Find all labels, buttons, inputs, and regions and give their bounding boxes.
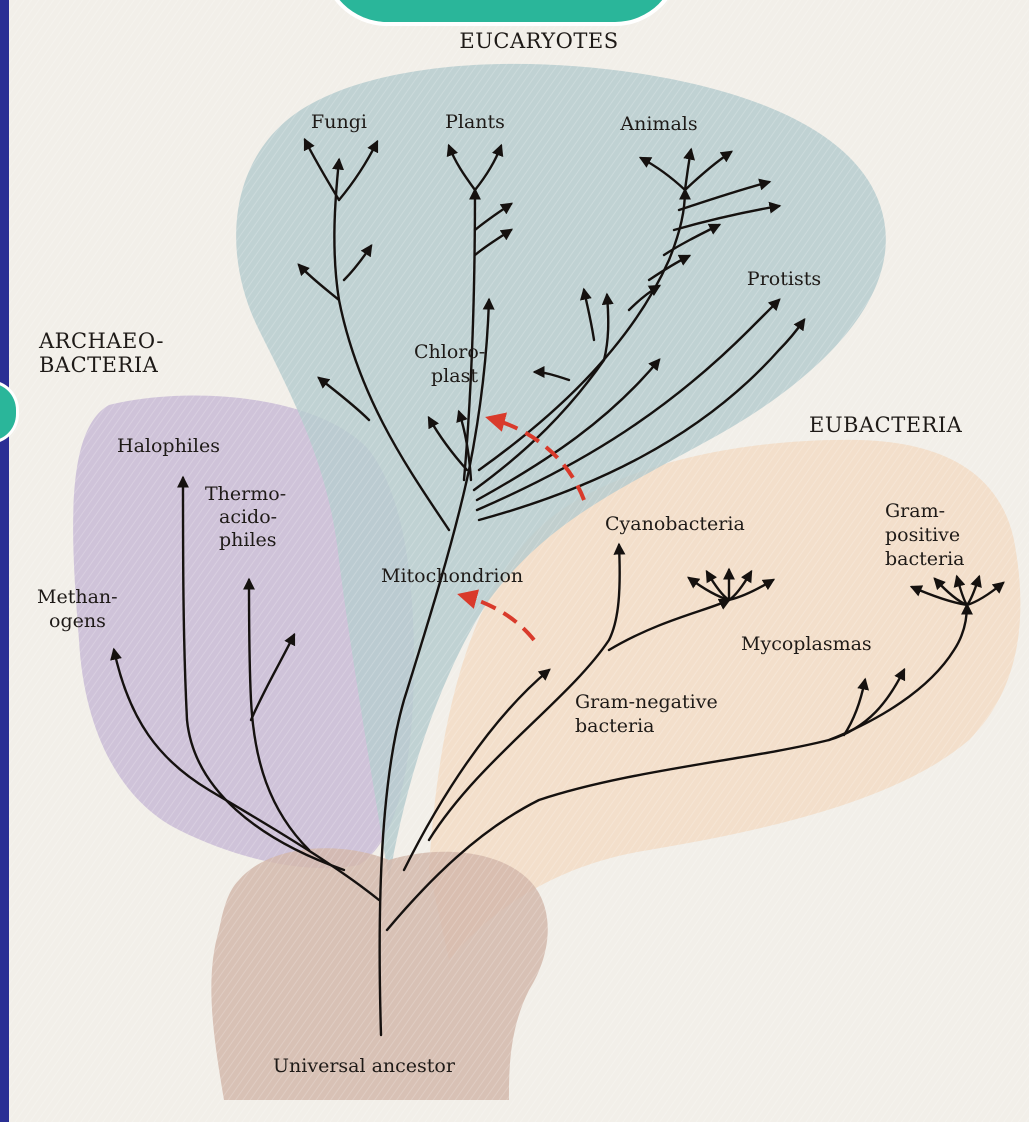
fungi-label: Fungi [311, 111, 367, 133]
texture-overlay [9, 0, 1029, 1122]
title-badge [321, 0, 681, 26]
mitochondrion-label: Mitochondrion [381, 565, 523, 587]
universal-ancestor-label: Universal ancestor [273, 1055, 456, 1077]
eubacteria-label: EUBACTERIA [809, 413, 963, 437]
eucaryotes-label: EUCARYOTES [459, 29, 618, 53]
mycoplasmas-label: Mycoplasmas [741, 633, 872, 655]
archaeobacteria-label: ARCHAEO- BACTERIA [38, 329, 171, 377]
halophiles-label: Halophiles [117, 435, 220, 457]
plants-label: Plants [445, 111, 505, 133]
animals-label: Animals [619, 113, 697, 135]
diagram-page: EUCARYOTES ARCHAEO- BACTERIA EUBACTERIA … [9, 0, 1029, 1122]
cyanobacteria-label: Cyanobacteria [605, 513, 745, 535]
protists-label: Protists [747, 268, 821, 290]
phylogenetic-tree: EUCARYOTES ARCHAEO- BACTERIA EUBACTERIA … [9, 0, 1029, 1122]
